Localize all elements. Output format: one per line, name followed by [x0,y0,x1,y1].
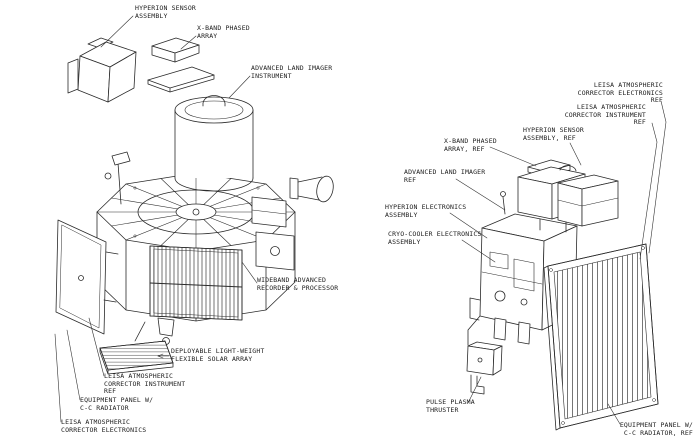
callout-leisa-corrector-electronics: LEISA ATMOSPHERIC CORRECTOR ELECTRONICS [61,418,147,434]
callout-wideband-advanced-recorder-processor: WIDEBAND ADVANCED RECORDER & PROCESSOR [257,276,339,292]
callout-advanced-land-imager-ref: ADVANCED LAND IMAGER REF [404,168,486,184]
right-spacecraft-drawing [466,159,659,431]
leader-lines [54,15,667,425]
callout-leisa-corrector-instrument: LEISA ATMOSPHERIC CORRECTOR INSTRUMENT R… [104,372,186,396]
callout-cryo-cooler-electronics-assembly: CRYO-COOLER ELECTRONICS ASSEMBLY [388,230,482,246]
callout-deployable-solar-array: DEPLOYABLE LIGHT-WEIGHT FLEXIBLE SOLAR A… [171,347,265,363]
callout-leisa-corrector-instrument-ref: LEISA ATMOSPHERIC CORRECTOR INSTRUMENT R… [564,103,646,127]
callout-hyperion-sensor-assembly-ref: HYPERION SENSOR ASSEMBLY, REF [523,126,584,142]
callout-pulse-plasma-thruster: PULSE PLASMA THRUSTER [426,398,475,414]
callout-equipment-panel-cc-radiator-ref: EQUIPMENT PANEL W/ C-C RADIATOR, REF [619,421,693,437]
callout-x-band-phased-array-ref: X-BAND PHASED ARRAY, REF [444,137,497,153]
callout-x-band-phased-array: X-BAND PHASED ARRAY [197,24,250,40]
callout-leisa-corrector-electronics-ref: LEISA ATMOSPHERIC CORRECTOR ELECTRONICS … [577,81,663,105]
callout-hyperion-sensor-assembly: HYPERION SENSOR ASSEMBLY [135,4,196,20]
callout-equipment-panel-cc-radiator: EQUIPMENT PANEL W/ C-C RADIATOR [80,396,154,412]
callout-advanced-land-imager-instrument: ADVANCED LAND IMAGER INSTRUMENT [251,64,333,80]
callout-hyperion-electronics-assembly: HYPERION ELECTRONICS ASSEMBLY [385,203,467,219]
left-spacecraft-drawing [55,37,334,375]
